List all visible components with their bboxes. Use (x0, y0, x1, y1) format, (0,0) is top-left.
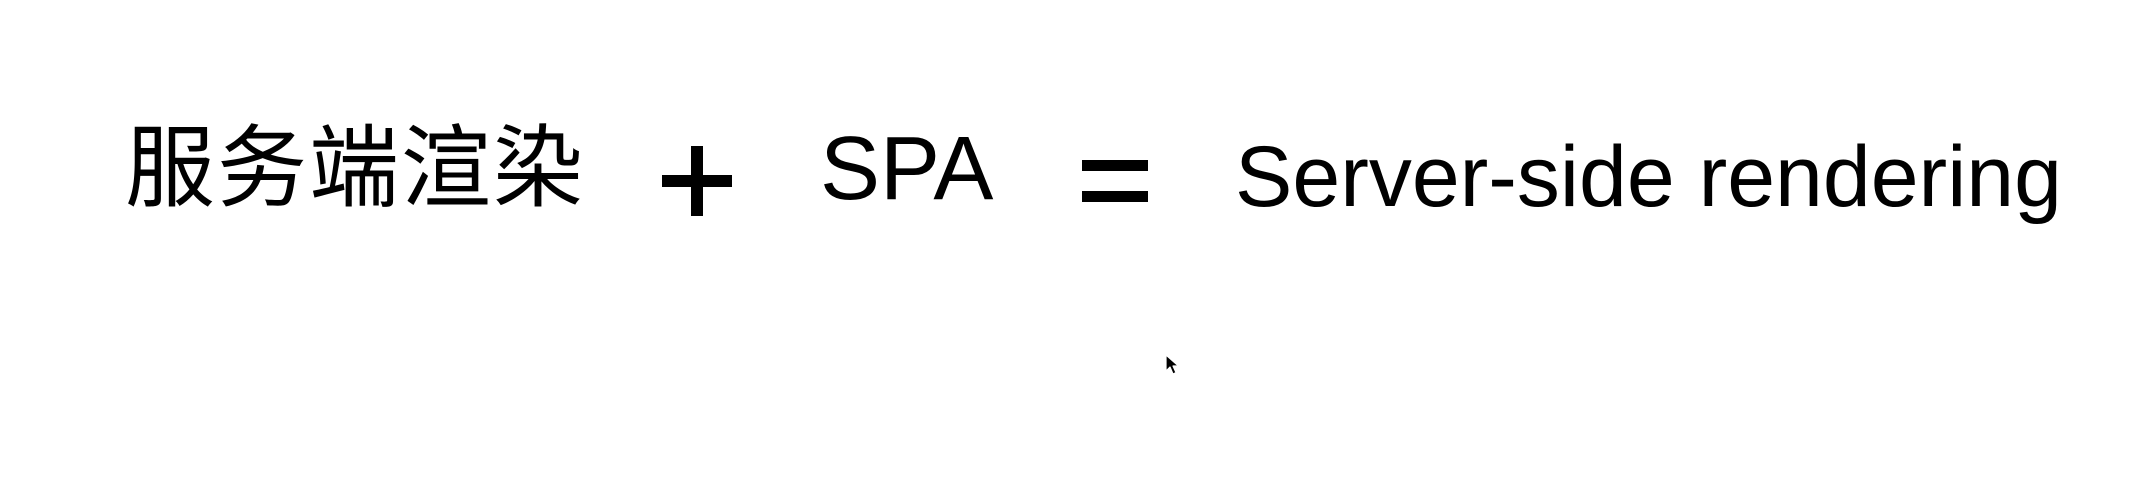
equals-operator (1082, 160, 1148, 202)
mouse-pointer-icon (1165, 354, 1180, 375)
term-chinese: 服务端渲染 (125, 116, 585, 221)
term-result: Server-side rendering (1235, 129, 2062, 225)
term-spa: SPA (820, 119, 994, 219)
plus-operator (662, 146, 732, 216)
